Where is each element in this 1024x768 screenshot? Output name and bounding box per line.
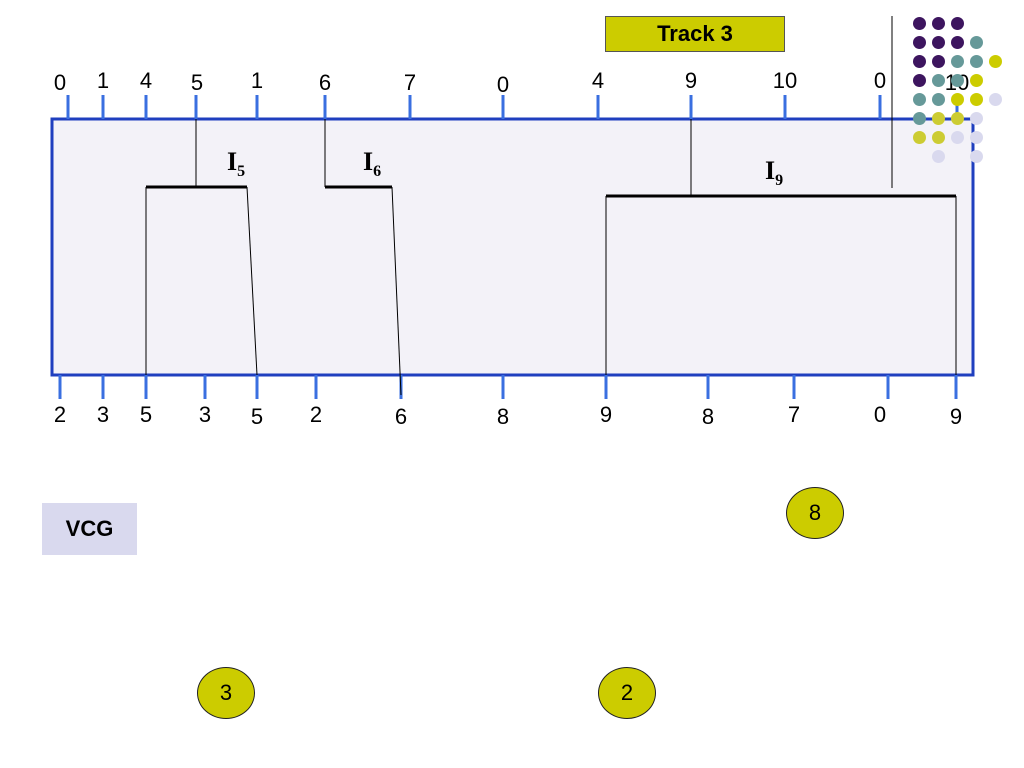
- bottom-pin-ticks: [58, 375, 958, 399]
- decor-dot: [970, 131, 983, 144]
- bottom-pin-label: 7: [788, 402, 800, 427]
- vcg-label: VCG: [65, 516, 114, 541]
- decor-dot: [951, 93, 964, 106]
- bottom-pin-label: 9: [950, 404, 962, 429]
- decor-dot: [951, 17, 964, 30]
- net-label-letter: I: [765, 156, 775, 185]
- decor-dot: [951, 55, 964, 68]
- bottom-pin-label: 9: [600, 402, 612, 427]
- bottom-pin-labels: 2 3 5 3 5 2 6 8 9 8 7 0 9: [54, 402, 962, 429]
- top-pin-label: 10: [773, 68, 797, 93]
- bottom-pin-label: 2: [310, 402, 322, 427]
- net-label-letter: I: [363, 147, 373, 176]
- decor-dot: [970, 74, 983, 87]
- vcg-node-label: 3: [219, 680, 233, 705]
- net-label-i5: I5: [227, 147, 245, 180]
- decor-dot: [913, 55, 926, 68]
- net-label-i9: I9: [765, 156, 783, 189]
- vcg-node-label: 8: [808, 500, 822, 525]
- net-label-i6: I6: [363, 147, 381, 180]
- bottom-pin-label: 8: [702, 404, 714, 429]
- net-i5-wiring: [145, 119, 258, 376]
- net-label-subscript: 5: [237, 163, 245, 180]
- vcg-node-8: 8: [786, 487, 844, 539]
- top-pin-ticks: [66, 95, 959, 119]
- top-pin-label: 4: [592, 68, 604, 93]
- bottom-pin-label: 8: [497, 404, 509, 429]
- track-label-box: Track 3: [605, 16, 785, 52]
- net-label-letter: I: [227, 147, 237, 176]
- decor-dot: [970, 150, 983, 163]
- vcg-node-label: 2: [620, 680, 634, 705]
- decor-dot: [913, 131, 926, 144]
- bottom-pin-label: 3: [97, 402, 109, 427]
- decor-dot: [932, 17, 945, 30]
- bottom-pin-label: 5: [251, 404, 263, 429]
- decor-dot: [932, 131, 945, 144]
- top-pin-labels: 0 1 4 5 1 6 7 0 4 9 10 0 10: [54, 68, 969, 97]
- decor-dot: [913, 93, 926, 106]
- bottom-pin-label: 0: [874, 402, 886, 427]
- vcg-node-2: 2: [598, 667, 656, 719]
- decor-dot: [913, 17, 926, 30]
- decor-dot: [970, 112, 983, 125]
- decor-dot: [951, 36, 964, 49]
- decor-dot: [913, 112, 926, 125]
- decor-dot: [932, 112, 945, 125]
- decor-dot: [932, 74, 945, 87]
- decor-dot: [932, 36, 945, 49]
- net-label-subscript: 6: [373, 163, 381, 180]
- vcg-label-box: VCG: [42, 503, 137, 555]
- net-i6-wiring: [324, 119, 402, 396]
- top-pin-label: 9: [685, 68, 697, 93]
- top-pin-label: 5: [191, 70, 203, 95]
- channel-box: [50, 117, 975, 377]
- top-pin-label: 0: [874, 68, 886, 93]
- net-i6-right-branch: [391, 186, 402, 396]
- bottom-pin-label: 2: [54, 402, 66, 427]
- decor-dot: [970, 36, 983, 49]
- decor-dot: [951, 74, 964, 87]
- decor-dot: [970, 93, 983, 106]
- bottom-pin-label: 6: [395, 404, 407, 429]
- bottom-pin-label: 5: [140, 402, 152, 427]
- vcg-node-3: 3: [197, 667, 255, 719]
- top-pin-label: 4: [140, 68, 152, 93]
- top-pin-label: 0: [497, 72, 509, 97]
- decor-dot: [913, 74, 926, 87]
- decor-dot: [951, 112, 964, 125]
- decor-dot: [932, 55, 945, 68]
- decor-dot: [970, 55, 983, 68]
- top-pin-label: 6: [319, 70, 331, 95]
- decor-dot: [913, 36, 926, 49]
- top-pin-label: 0: [54, 70, 66, 95]
- top-pin-label: 1: [97, 68, 109, 93]
- decor-dot: [951, 131, 964, 144]
- top-pin-label: 1: [251, 68, 263, 93]
- net-i5-right-branch: [246, 186, 258, 376]
- decor-dot: [932, 150, 945, 163]
- decor-dot: [989, 93, 1002, 106]
- track-label: Track 3: [657, 21, 733, 46]
- net-i9-wiring: [605, 119, 957, 375]
- top-pin-label: 7: [404, 70, 416, 95]
- decor-dot: [932, 93, 945, 106]
- decor-dot: [989, 55, 1002, 68]
- bottom-pin-label: 3: [199, 402, 211, 427]
- net-label-subscript: 9: [775, 172, 783, 189]
